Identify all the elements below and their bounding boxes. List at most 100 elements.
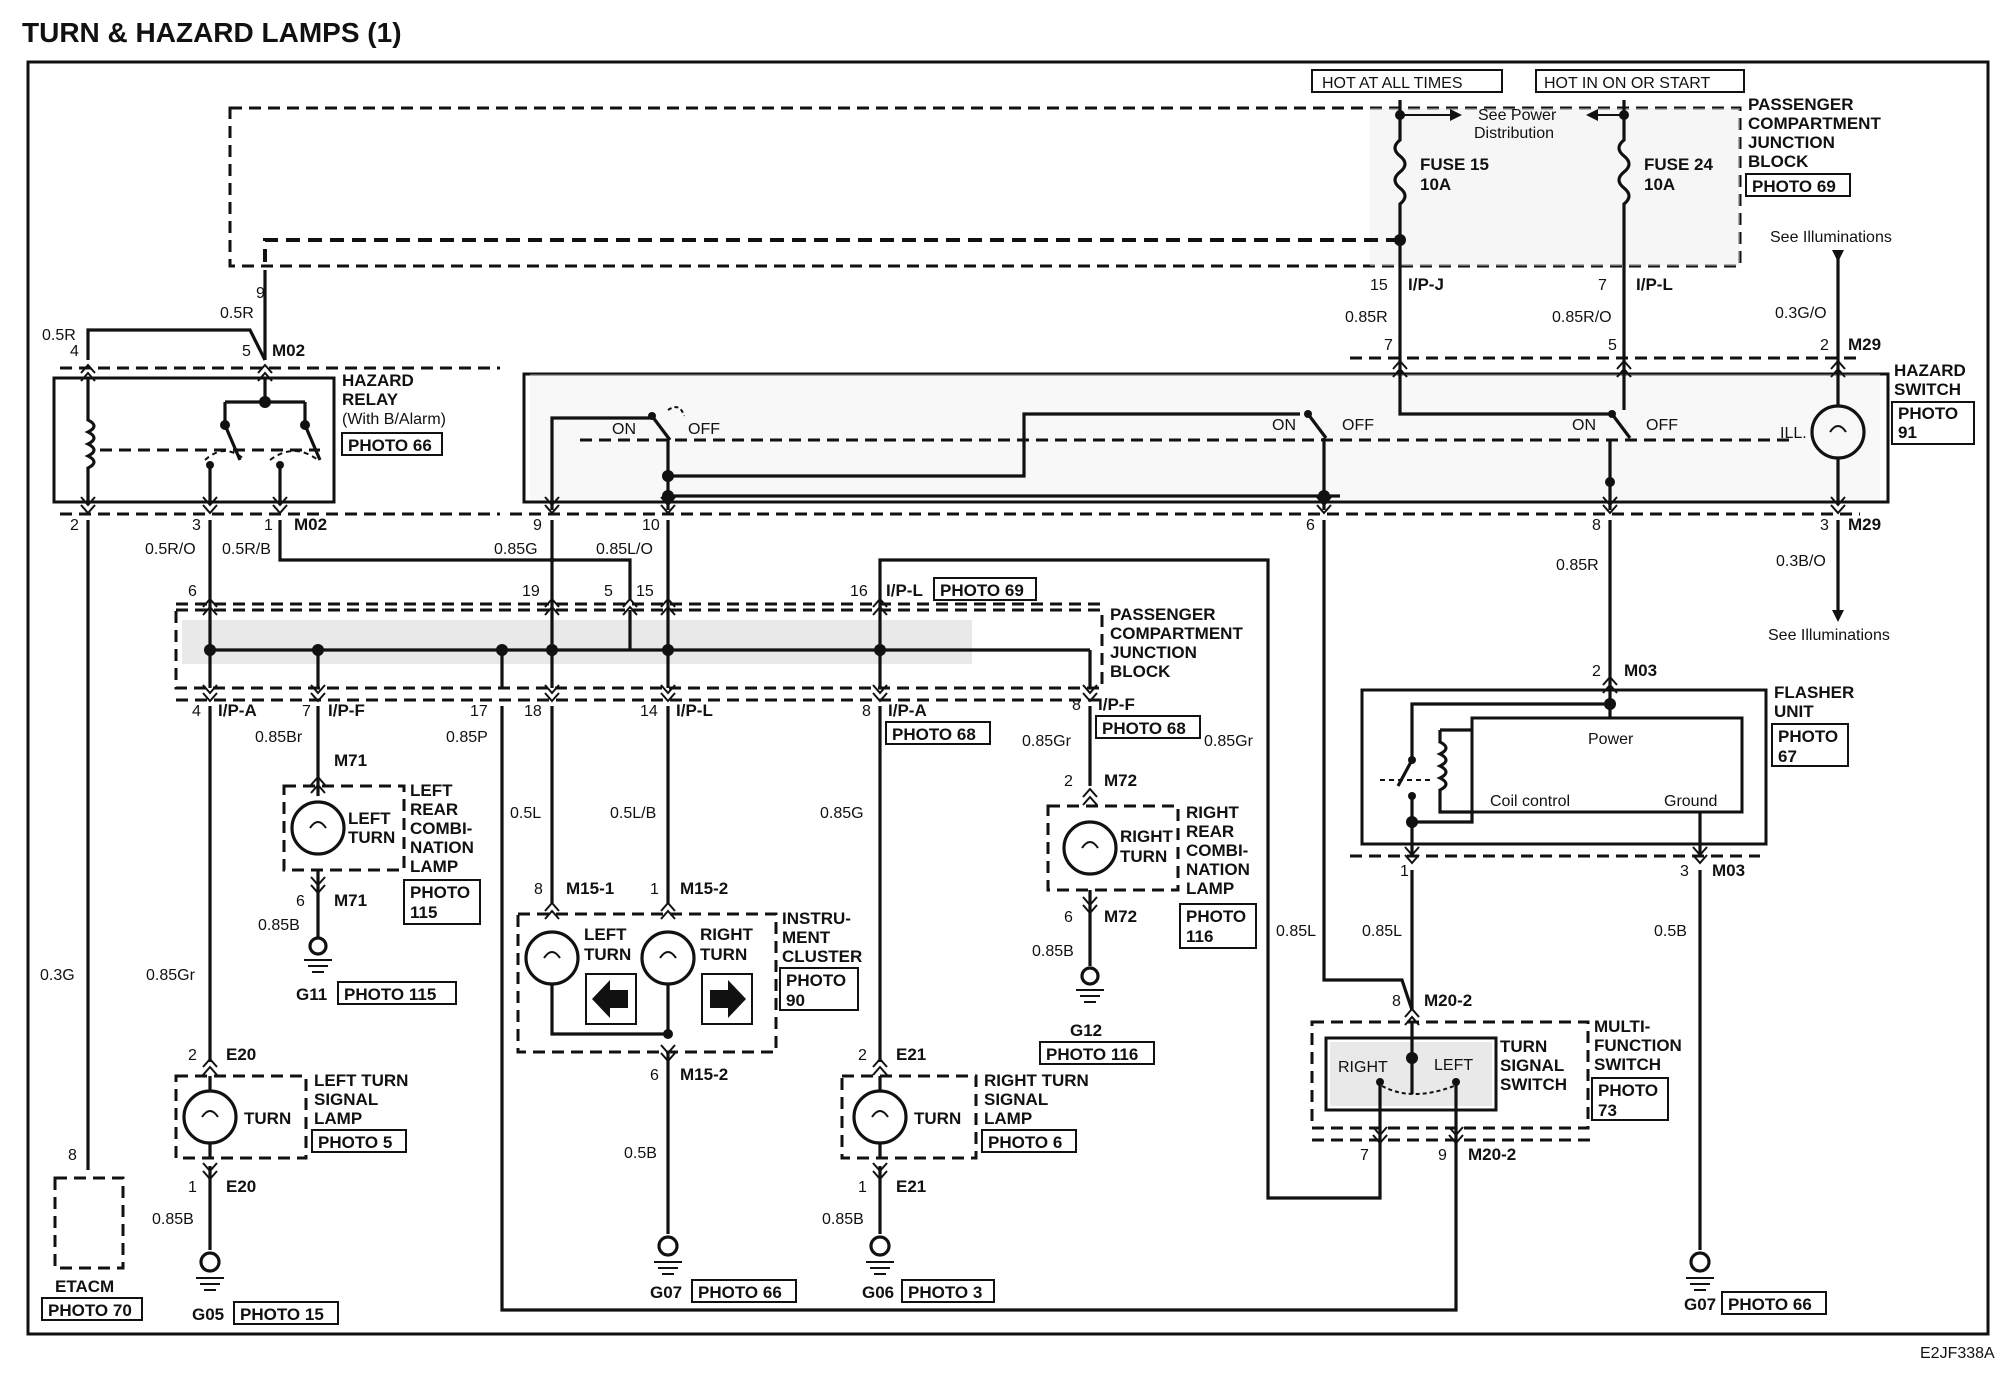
photo-116-b: 116	[1186, 927, 1213, 946]
svg-text:3: 3	[1820, 517, 1829, 534]
photo-90-a: PHOTO	[786, 971, 846, 990]
svg-text:I/P-L: I/P-L	[676, 701, 713, 720]
svg-text:TURN: TURN	[700, 945, 747, 964]
ground-g07-b: G07	[1684, 1295, 1716, 1314]
svg-text:I/P-A: I/P-A	[888, 701, 927, 720]
svg-text:M20-2: M20-2	[1468, 1145, 1516, 1164]
svg-text:M71: M71	[334, 891, 367, 910]
see-illum-top: See Illuminations	[1770, 229, 1892, 246]
svg-text:0.5R/O: 0.5R/O	[145, 541, 196, 558]
photo-66-g07a: PHOTO 66	[698, 1283, 782, 1302]
hazard-relay-l3: (With B/Alarm)	[342, 411, 446, 428]
svg-text:FUNCTION: FUNCTION	[1594, 1036, 1682, 1055]
fuse-15-rating: 10A	[1420, 175, 1451, 194]
photo-116: PHOTO 116	[1046, 1045, 1138, 1064]
svg-text:TURN: TURN	[244, 1109, 291, 1128]
svg-text:0.85G: 0.85G	[820, 805, 864, 822]
ground-g11: G11	[296, 985, 327, 1004]
svg-text:TURN: TURN	[914, 1109, 961, 1128]
pcjb-mid-l4: BLOCK	[1110, 662, 1171, 681]
svg-text:LAMP: LAMP	[984, 1109, 1032, 1128]
svg-text:1: 1	[188, 1179, 197, 1196]
svg-text:0.3G/O: 0.3G/O	[1775, 305, 1827, 322]
svg-text:9: 9	[1438, 1147, 1447, 1164]
svg-text:INSTRU-: INSTRU-	[782, 909, 851, 928]
svg-text:E20: E20	[226, 1045, 256, 1064]
svg-text:I/P-L: I/P-L	[886, 581, 923, 600]
svg-text:7: 7	[302, 703, 311, 720]
svg-text:LAMP: LAMP	[314, 1109, 362, 1128]
svg-text:MULTI-: MULTI-	[1594, 1017, 1650, 1036]
svg-text:6: 6	[296, 893, 305, 910]
svg-text:0.85R: 0.85R	[1556, 557, 1599, 574]
svg-text:0.85Gr: 0.85Gr	[1204, 733, 1254, 750]
svg-text:0.3B/O: 0.3B/O	[1776, 553, 1826, 570]
svg-text:CLUSTER: CLUSTER	[782, 947, 862, 966]
svg-text:3: 3	[1680, 863, 1689, 880]
etacm-box	[53, 1176, 125, 1270]
svg-text:14: 14	[640, 703, 658, 720]
svg-text:0.5L: 0.5L	[510, 805, 541, 822]
photo-67-b: 67	[1778, 747, 1797, 766]
svg-text:I/P-F: I/P-F	[1098, 695, 1135, 714]
svg-text:0.5R/B: 0.5R/B	[222, 541, 271, 558]
svg-text:TURN: TURN	[584, 945, 631, 964]
passenger-junction-block-top	[228, 106, 1742, 268]
svg-text:OFF: OFF	[1342, 417, 1374, 434]
svg-text:4: 4	[192, 703, 201, 720]
svg-text:TURN: TURN	[348, 828, 395, 847]
svg-text:2: 2	[70, 517, 79, 534]
svg-text:COMBI-: COMBI-	[1186, 841, 1248, 860]
svg-text:8: 8	[534, 881, 543, 898]
svg-text:6: 6	[650, 1067, 659, 1084]
svg-text:6: 6	[1306, 517, 1315, 534]
pcjb-mid-l2: COMPARTMENT	[1110, 624, 1243, 643]
hot-at-all-times-box	[1311, 69, 1503, 93]
svg-text:ON: ON	[612, 421, 636, 438]
svg-text:SWITCH: SWITCH	[1500, 1075, 1567, 1094]
svg-text:15: 15	[636, 583, 654, 600]
svg-text:REAR: REAR	[410, 800, 458, 819]
diagram-title: TURN & HAZARD LAMPS (1)	[22, 17, 402, 48]
svg-text:TURN: TURN	[1500, 1037, 1547, 1056]
svg-text:LEFT: LEFT	[410, 781, 453, 800]
photo-115-a: PHOTO	[410, 883, 470, 902]
photo-91-a: PHOTO	[1898, 404, 1958, 423]
svg-text:Coil control: Coil control	[1490, 793, 1570, 810]
svg-text:RIGHT: RIGHT	[1120, 827, 1174, 846]
svg-text:I/P-L: I/P-L	[1636, 275, 1673, 294]
see-power-line2: Distribution	[1474, 125, 1554, 142]
right-turn-signal-lamp	[840, 1074, 978, 1160]
svg-text:5: 5	[242, 343, 251, 360]
svg-text:1: 1	[264, 517, 273, 534]
svg-text:8: 8	[1072, 697, 1081, 714]
photo-73-b: 73	[1598, 1101, 1617, 1120]
svg-text:2: 2	[1820, 337, 1829, 354]
svg-text:ILL.: ILL.	[1780, 425, 1807, 442]
svg-text:1: 1	[858, 1179, 867, 1196]
svg-text:10: 10	[642, 517, 660, 534]
hazard-relay-l2: RELAY	[342, 390, 399, 409]
right-rear-combination-lamp	[1046, 804, 1180, 892]
svg-text:M29: M29	[1848, 515, 1881, 534]
instrument-cluster	[516, 912, 778, 1054]
svg-text:M71: M71	[334, 751, 367, 770]
svg-text:7: 7	[1598, 277, 1607, 294]
fuse-24-name: FUSE 24	[1644, 155, 1714, 174]
svg-text:6: 6	[1064, 909, 1073, 926]
svg-text:SWITCH: SWITCH	[1594, 1055, 1661, 1074]
svg-text:M02: M02	[294, 515, 327, 534]
svg-text:OFF: OFF	[688, 421, 720, 438]
photo-115: PHOTO 115	[344, 985, 436, 1004]
svg-text:SIGNAL: SIGNAL	[1500, 1056, 1564, 1075]
svg-text:2: 2	[1592, 663, 1601, 680]
svg-text:0.5R: 0.5R	[220, 305, 254, 322]
svg-text:7: 7	[1360, 1147, 1369, 1164]
photo-68-a: PHOTO 68	[892, 725, 976, 744]
svg-text:M15-2: M15-2	[680, 1065, 728, 1084]
photo-68-b: PHOTO 68	[1102, 719, 1186, 738]
svg-text:M15-2: M15-2	[680, 879, 728, 898]
ground-g05: G05	[192, 1305, 224, 1324]
photo-91-b: 91	[1898, 423, 1917, 442]
svg-text:5: 5	[604, 583, 613, 600]
